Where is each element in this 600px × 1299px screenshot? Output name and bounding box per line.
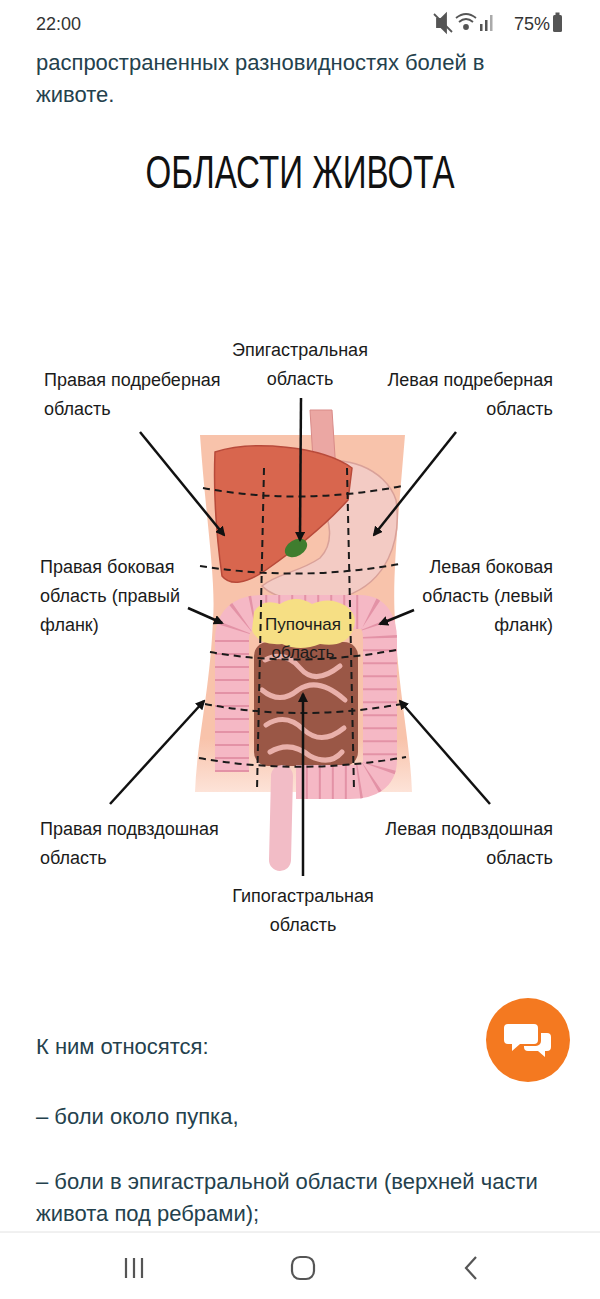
region-label: Пупочная область (250, 611, 356, 667)
region-line (200, 564, 400, 574)
rectum (280, 776, 282, 860)
signal-bar (490, 15, 493, 31)
leader-arrow (302, 694, 305, 876)
region-label: Эпигастральная область (200, 336, 400, 394)
gallbladder (282, 535, 311, 561)
chat-circle (486, 998, 570, 1082)
region-label: Левая боковая область (левый фланк) (411, 553, 553, 640)
battery-icon (553, 15, 562, 32)
status-battery: 75% (496, 12, 550, 36)
home-icon (292, 1257, 314, 1279)
mute-slash (434, 14, 452, 32)
leader-arrow (300, 398, 301, 540)
mute-icon (437, 14, 446, 32)
leader-arrow (140, 432, 224, 535)
region-label: Правая подреберная область (44, 366, 236, 424)
intestine-loop (266, 720, 344, 738)
leader-arrow (110, 701, 204, 804)
nav-bar (0, 1232, 600, 1299)
nav-ground (0, 1232, 600, 1299)
body-text: распространенных разновидностях болей в … (36, 47, 566, 111)
chat-button (486, 998, 570, 1082)
leader-arrow (400, 701, 490, 804)
recent-apps-icon (126, 1258, 142, 1278)
wifi-dot (464, 25, 468, 29)
leader-arrows (110, 398, 490, 876)
body-text: К ним относятся: (36, 1031, 436, 1063)
region-line (347, 468, 354, 790)
leader-arrow (380, 610, 414, 624)
nav-icons (126, 1257, 476, 1279)
body-text: – боли в эпигастральной области (верхней… (36, 1166, 566, 1230)
region-label: Левая подреберная область (361, 366, 553, 424)
wifi-icon (456, 14, 476, 18)
leader-arrow (374, 432, 456, 535)
region-label: Левая подвздошная область (353, 815, 553, 873)
region-label: Правая боковая область (правый фланк) (40, 553, 182, 640)
nav-border (0, 1232, 600, 1233)
wifi-icon (459, 19, 473, 22)
region-label: Правая подвздошная область (40, 815, 240, 873)
chat-bubble (524, 1033, 551, 1057)
status-time: 22:00 (36, 12, 116, 36)
signal-bar (480, 24, 483, 31)
back-icon (466, 1257, 476, 1279)
region-label: Гипогастральная область (200, 882, 406, 940)
liver (214, 446, 352, 582)
body-text: – боли около пупка, (36, 1101, 566, 1133)
signal-bar (485, 20, 488, 31)
leader-arrow (188, 608, 222, 623)
region-line (257, 468, 264, 790)
intestine-loop (270, 747, 342, 760)
diagram-title: ОБЛАСТИ ЖИВОТА (84, 146, 516, 198)
battery-tip (556, 13, 560, 16)
region-line (203, 486, 402, 497)
